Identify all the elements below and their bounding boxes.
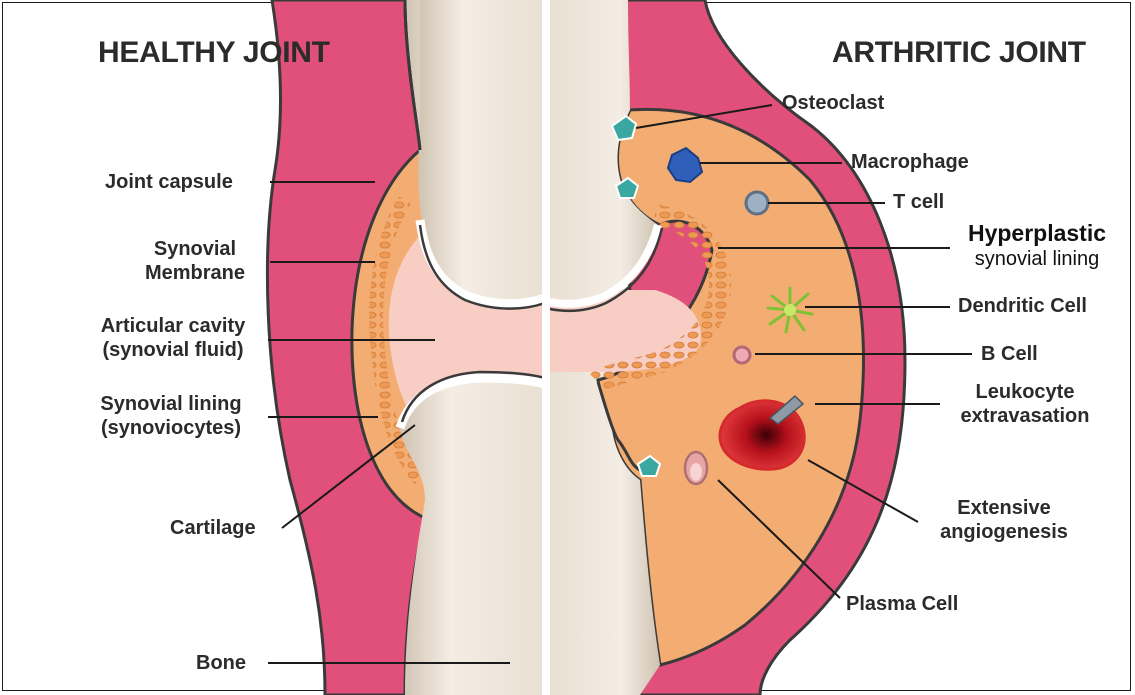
healthy-lower-bone: [400, 378, 545, 695]
healthy-upper-bone: [418, 0, 545, 307]
label-plasma-cell: Plasma Cell: [846, 592, 958, 616]
healthy-joint-title: HEALTHY JOINT: [98, 36, 330, 70]
label-synovial-membrane: Synovial Membrane: [125, 237, 265, 286]
label-angiogenesis: Extensive angiogenesis: [924, 496, 1084, 545]
label-joint-capsule: Joint capsule: [105, 170, 233, 194]
label-leukocyte-extravasation: Leukocyte extravasation: [945, 380, 1105, 429]
label-articular-cavity: Articular cavity (synovial fluid): [78, 314, 268, 363]
label-cartilage: Cartilage: [170, 516, 256, 540]
label-osteoclast: Osteoclast: [782, 91, 884, 115]
label-dendritic-cell: Dendritic Cell: [958, 294, 1087, 318]
label-macrophage: Macrophage: [851, 150, 969, 174]
center-divider: [542, 0, 550, 695]
label-bone: Bone: [196, 651, 246, 675]
arthritic-joint-title: ARTHRITIC JOINT: [832, 36, 1086, 70]
label-synovial-lining: Synovial lining (synoviocytes): [76, 392, 266, 441]
healthy-joint-art: [267, 0, 545, 695]
b-cell: [734, 347, 750, 363]
label-hyperplastic-lining: Hyperplastic synovial lining: [952, 219, 1122, 271]
t-cell: [746, 192, 768, 214]
label-b-cell: B Cell: [981, 342, 1038, 366]
label-t-cell: T cell: [893, 190, 944, 214]
